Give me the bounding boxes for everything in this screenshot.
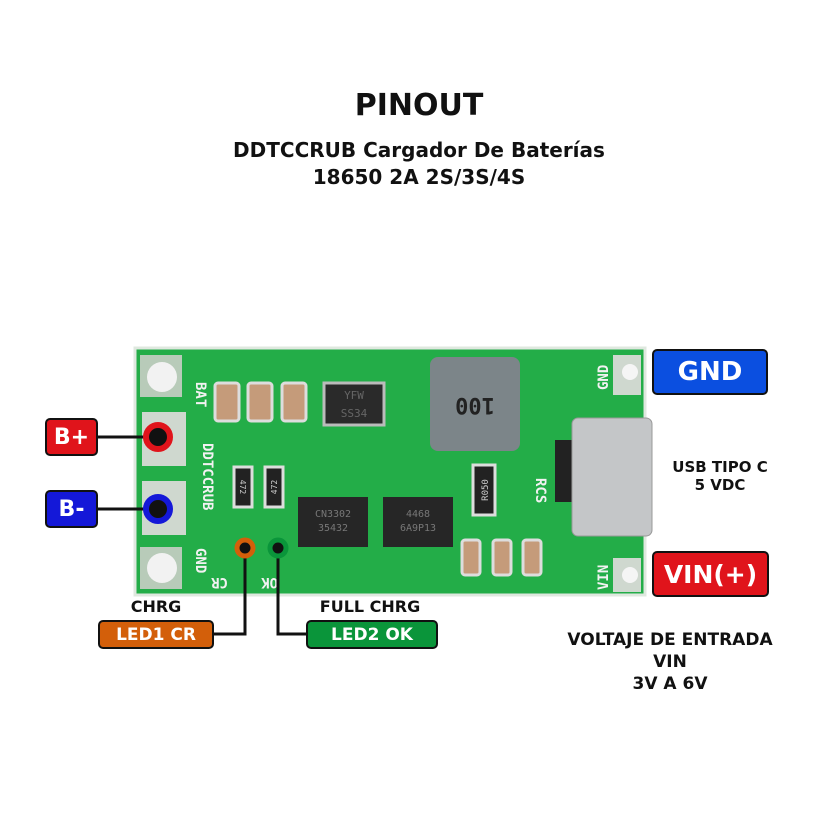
input-voltage-line1: VOLTAJE DE ENTRADA xyxy=(567,630,773,650)
usb-caption-line1: USB TIPO C xyxy=(672,458,768,476)
b-plus-marker xyxy=(143,422,173,452)
silk-model: DDTCCRUB xyxy=(199,443,215,510)
page-subtitle-line1: DDTCCRUB Cargador De Baterías xyxy=(233,138,605,162)
silk-ok: OK xyxy=(261,574,278,590)
resistors-472: 472 472 xyxy=(232,465,285,509)
page-subtitle-line2: 18650 2A 2S/3S/4S xyxy=(312,165,526,189)
svg-text:YFW: YFW xyxy=(344,389,364,402)
bat-pad xyxy=(140,355,182,397)
svg-text:R050: R050 xyxy=(481,479,491,501)
usb-c-connector xyxy=(555,417,653,537)
silk-gnd-left: GND xyxy=(192,548,208,573)
led1-caption: CHRG xyxy=(130,597,182,616)
b-minus-marker xyxy=(143,494,173,524)
led1-marker xyxy=(234,537,256,559)
svg-text:6A9P13: 6A9P13 xyxy=(400,523,436,534)
inductor: 100 xyxy=(430,357,520,451)
svg-text:472: 472 xyxy=(270,480,279,495)
silk-vin: VIN xyxy=(596,565,612,590)
led2-leader xyxy=(276,548,306,636)
capacitors-bottom xyxy=(460,538,543,577)
svg-text:472: 472 xyxy=(238,480,247,495)
led1-label: LED1 CR xyxy=(98,620,214,649)
silk-cr: CR xyxy=(211,574,228,590)
vin-label: VIN(+) xyxy=(652,551,769,597)
ic-4468: 4468 6A9P13 xyxy=(383,497,453,547)
silk-bat: BAT xyxy=(192,382,208,407)
input-voltage-line2: VIN xyxy=(653,652,687,672)
svg-text:4468: 4468 xyxy=(406,509,430,520)
led2-marker xyxy=(267,537,289,559)
gnd-label: GND xyxy=(652,349,768,395)
diode-ss34: YFW SS34 xyxy=(322,381,386,427)
svg-text:100: 100 xyxy=(455,392,495,417)
page-title: PINOUT xyxy=(354,88,484,123)
gnd-right-pad xyxy=(613,355,641,395)
silk-gnd-right: GND xyxy=(596,365,612,390)
led2-label: LED2 OK xyxy=(306,620,438,649)
b-minus-label: B- xyxy=(45,490,98,528)
svg-text:CN3302: CN3302 xyxy=(315,509,351,520)
b-plus-label: B+ xyxy=(45,418,98,456)
capacitors-top xyxy=(213,381,308,423)
svg-text:SS34: SS34 xyxy=(341,407,368,420)
shunt-resistor: R050 xyxy=(471,463,497,517)
usb-caption-line2: 5 VDC xyxy=(694,476,746,494)
svg-text:35432: 35432 xyxy=(318,523,348,534)
silk-rcs: RCS xyxy=(532,478,548,503)
led2-caption: FULL CHRG xyxy=(319,597,421,616)
vin-pad xyxy=(613,558,641,592)
gnd-left-pad xyxy=(140,547,182,589)
led1-leader xyxy=(214,548,247,636)
input-voltage-line3: 3V A 6V xyxy=(632,674,708,694)
ic-cn3302: CN3302 35432 xyxy=(298,497,368,547)
